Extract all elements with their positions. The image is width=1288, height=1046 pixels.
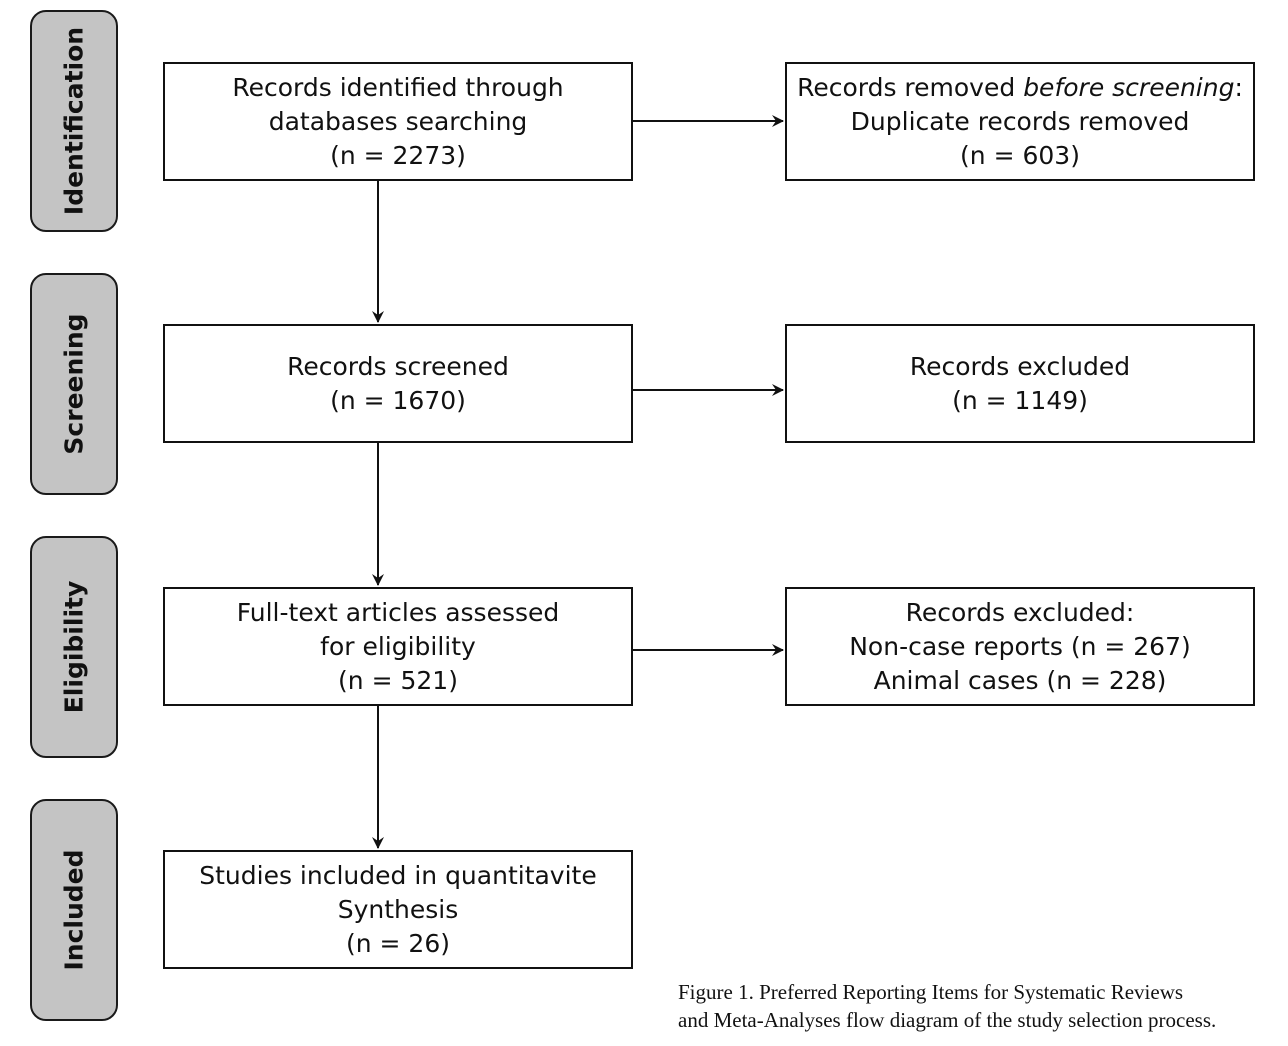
box-records-identified: Records identified through databases sea… bbox=[163, 62, 633, 181]
box-records-removed: Records removed before screening: Duplic… bbox=[785, 62, 1255, 181]
box-line: Records screened bbox=[287, 351, 509, 381]
box-records-screened: Records screened (n = 1670) bbox=[163, 324, 633, 443]
phase-eligibility: Eligibility bbox=[30, 536, 118, 758]
figure-caption: Figure 1. Preferred Reporting Items for … bbox=[678, 978, 1286, 1034]
box-count: (n = 521) bbox=[338, 665, 458, 695]
phase-screening: Screening bbox=[30, 273, 118, 495]
caption-line: and Meta-Analyses flow diagram of the st… bbox=[678, 1008, 1217, 1032]
caption-line: Figure 1. Preferred Reporting Items for … bbox=[678, 980, 1184, 1004]
box-line: Studies included in quantitavite bbox=[199, 860, 597, 890]
box-line: Full-text articles assessed bbox=[236, 597, 560, 627]
box-studies-included: Studies included in quantitavite Synthes… bbox=[163, 850, 633, 969]
box-line: Records excluded: bbox=[905, 597, 1135, 627]
box-records-excluded-eligibility: Records excluded: Non-case reports (n = … bbox=[785, 587, 1255, 706]
box-fulltext-assessed: Full-text articles assessed for eligibil… bbox=[163, 587, 633, 706]
box-count: (n = 1149) bbox=[952, 385, 1088, 415]
box-line: Animal cases (n = 228) bbox=[873, 665, 1167, 695]
box-line: Duplicate records removed bbox=[850, 106, 1190, 136]
box-records-excluded-screening: Records excluded (n = 1149) bbox=[785, 324, 1255, 443]
box-line: Synthesis bbox=[337, 894, 459, 924]
box-count: (n = 1670) bbox=[330, 385, 466, 415]
phase-identification: Identification bbox=[30, 10, 118, 232]
box-line: Records identified through bbox=[232, 72, 564, 102]
box-count: (n = 26) bbox=[345, 928, 450, 958]
box-line: databases searching bbox=[268, 106, 528, 136]
box-line: Non-case reports (n = 267) bbox=[849, 631, 1191, 661]
phase-included: Included bbox=[30, 799, 118, 1021]
box-line: Records excluded bbox=[909, 351, 1131, 381]
box-line: for eligibility bbox=[320, 631, 476, 661]
box-count: (n = 2273) bbox=[330, 140, 466, 170]
box-count: (n = 603) bbox=[960, 140, 1080, 170]
box-line: Records removed before screening: bbox=[797, 72, 1243, 102]
